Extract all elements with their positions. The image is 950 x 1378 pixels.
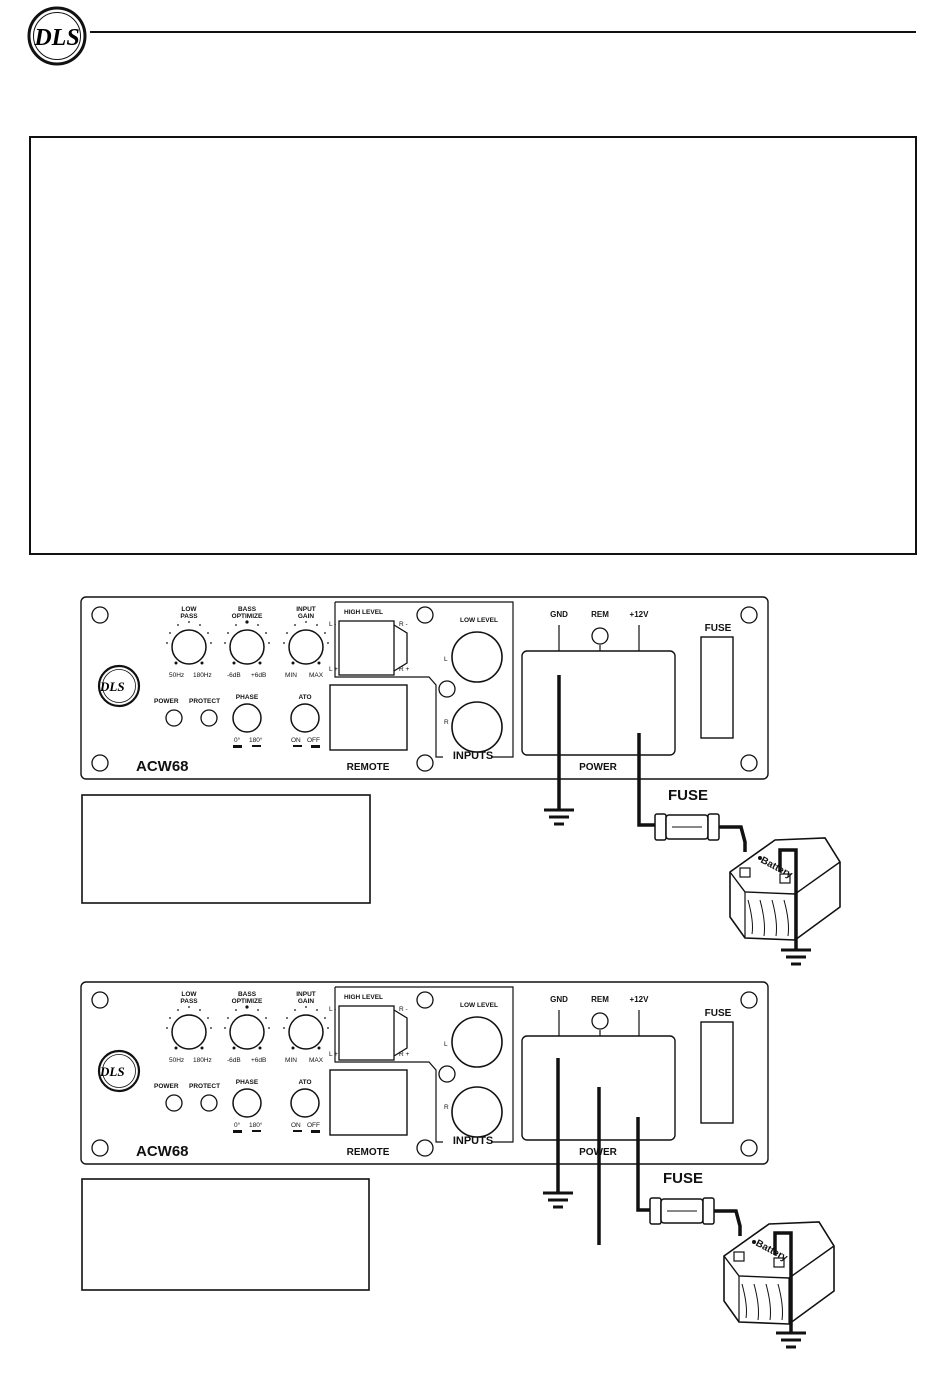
hl-r-minus: R - (399, 621, 408, 628)
ato-on: ON (291, 737, 301, 744)
low-pass-min: 50Hz (169, 1057, 184, 1064)
ato-on: ON (291, 1122, 301, 1129)
inputs-label: INPUTS (453, 750, 493, 762)
high-level-label: HIGH LEVEL (344, 994, 383, 1001)
brand-logo: DLS (27, 6, 87, 66)
model-label: ACW68 (136, 1143, 189, 1160)
bass-optimize-label-2: OPTIMIZE (232, 613, 263, 620)
panel-fuse-label: FUSE (705, 623, 732, 634)
ground-symbol (541, 1191, 575, 1209)
battery-negative-wire (773, 1231, 793, 1333)
panel-fuse-label: FUSE (705, 1008, 732, 1019)
bass-optimize-min: -6dB (227, 672, 241, 679)
power-wire (637, 733, 655, 827)
note-box-1 (81, 794, 371, 904)
v12-label: +12V (630, 610, 650, 619)
input-gain-max: MAX (309, 1057, 324, 1064)
battery-ground-symbol (774, 1331, 808, 1349)
hl-l-plus: L + (329, 666, 338, 673)
battery (723, 1221, 835, 1325)
wiring-diagram-1: FUSE Battery (542, 675, 841, 966)
hl-r-minus: R - (399, 1006, 408, 1013)
remote-label: REMOTE (347, 762, 390, 773)
gnd-label: GND (550, 610, 568, 619)
input-gain-label-1: INPUT (296, 606, 316, 613)
power-led-label: POWER (154, 698, 179, 705)
hl-l-minus: L - (329, 621, 336, 628)
phase-label: PHASE (236, 1079, 259, 1086)
note-box-2 (81, 1178, 370, 1291)
phase-min: 0° (234, 1121, 241, 1129)
wiring-fuse-label: FUSE (668, 787, 708, 804)
input-gain-label-2: GAIN (298, 613, 315, 620)
remote-label: REMOTE (347, 1147, 390, 1158)
panel-logo-text: DLS (99, 1064, 125, 1079)
low-level-label: LOW LEVEL (460, 617, 498, 624)
phase-max: 180° (249, 736, 263, 744)
brand-logo-text: DLS (33, 25, 79, 51)
low-pass-min: 50Hz (169, 672, 184, 679)
panel-logo-text: DLS (99, 679, 125, 694)
battery-positive-wire (719, 825, 747, 852)
power-wire (636, 1117, 650, 1212)
bass-optimize-min: -6dB (227, 1057, 241, 1064)
wiring-fuse-label: FUSE (663, 1170, 703, 1187)
inputs-label: INPUTS (453, 1135, 493, 1147)
rem-label: REM (591, 995, 609, 1004)
input-gain-min: MIN (285, 672, 297, 679)
inline-fuse (649, 1197, 715, 1225)
hl-r-plus: R + (399, 666, 410, 673)
bass-optimize-label-2: OPTIMIZE (232, 998, 263, 1005)
inline-fuse (654, 813, 720, 841)
protect-led-label: PROTECT (189, 698, 220, 705)
phase-min: 0° (234, 736, 241, 744)
bass-optimize-label-1: BASS (238, 606, 257, 613)
bass-optimize-max: +6dB (251, 672, 266, 679)
ato-label: ATO (298, 694, 311, 701)
battery-ground-symbol (779, 948, 813, 966)
ground-symbol (542, 808, 576, 826)
low-pass-max: 180Hz (193, 1057, 212, 1064)
low-level-r: R (444, 1104, 449, 1111)
battery-negative-wire (778, 848, 798, 950)
v12-label: +12V (630, 995, 650, 1004)
low-level-l: L (444, 656, 448, 663)
amp-panel-1: DLS LOW PASS BASS OPTIMIZE INPUT GAIN 50… (79, 595, 770, 781)
hl-r-plus: R + (399, 1051, 410, 1058)
high-level-label: HIGH LEVEL (344, 609, 383, 616)
low-level-label: LOW LEVEL (460, 1002, 498, 1009)
low-level-r: R (444, 719, 449, 726)
power-led-label: POWER (154, 1083, 179, 1090)
bass-optimize-max: +6dB (251, 1057, 266, 1064)
ato-off: OFF (307, 1122, 320, 1129)
power-label: POWER (579, 762, 618, 773)
hl-l-minus: L - (329, 1006, 336, 1013)
bass-optimize-label-1: BASS (238, 991, 257, 998)
phase-max: 180° (249, 1121, 263, 1129)
protect-led-label: PROTECT (189, 1083, 220, 1090)
rem-label: REM (591, 610, 609, 619)
phase-label: PHASE (236, 694, 259, 701)
input-gain-min: MIN (285, 1057, 297, 1064)
battery-positive-wire (714, 1209, 742, 1236)
input-gain-max: MAX (309, 672, 324, 679)
input-gain-label-2: GAIN (298, 998, 315, 1005)
input-gain-label-1: INPUT (296, 991, 316, 998)
ato-off: OFF (307, 737, 320, 744)
notes-box (29, 136, 917, 555)
low-pass-label-1: LOW (181, 606, 197, 613)
gnd-label: GND (550, 995, 568, 1004)
wiring-diagram-2: FUSE Battery (541, 1058, 835, 1349)
hl-l-plus: L + (329, 1051, 338, 1058)
low-pass-label-2: PASS (180, 998, 198, 1005)
low-pass-label-2: PASS (180, 613, 198, 620)
low-level-l: L (444, 1041, 448, 1048)
battery (729, 837, 841, 941)
ato-label: ATO (298, 1079, 311, 1086)
model-label: ACW68 (136, 758, 189, 775)
low-pass-label-1: LOW (181, 991, 197, 998)
low-pass-max: 180Hz (193, 672, 212, 679)
amp-panel-2: DLS LOW PASS BASS OPTIMIZE INPUT GAIN 50… (79, 980, 770, 1166)
